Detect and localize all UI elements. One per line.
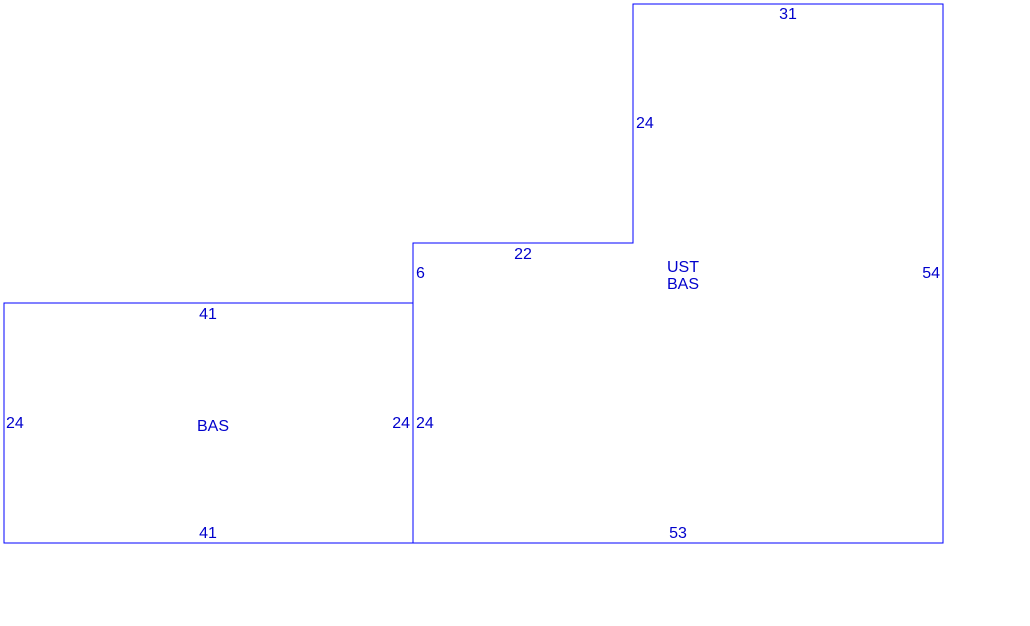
right-area-right-dimension: 54 [922,265,940,282]
right-area-top-dimension: 31 [779,6,797,23]
right-area-bottom-dimension: 53 [669,525,687,542]
right-area-left-dimension: 24 [416,415,434,432]
right-area-inner-vertical-dimension: 6 [416,265,425,282]
right-area-label-line2: BAS [667,276,699,293]
left-area-top-dimension: 41 [199,306,217,323]
left-area-bottom-dimension: 41 [199,525,217,542]
right-area-label-line1: UST [667,259,699,276]
left-area-right-dimension: 24 [392,415,410,432]
left-area-left-dimension: 24 [6,415,24,432]
right-area-step-horizontal-dimension: 22 [514,246,532,263]
left-area-label: BAS [197,418,229,435]
right-area-outline [412,3,944,544]
right-area-step-vertical-dimension: 24 [636,115,654,132]
